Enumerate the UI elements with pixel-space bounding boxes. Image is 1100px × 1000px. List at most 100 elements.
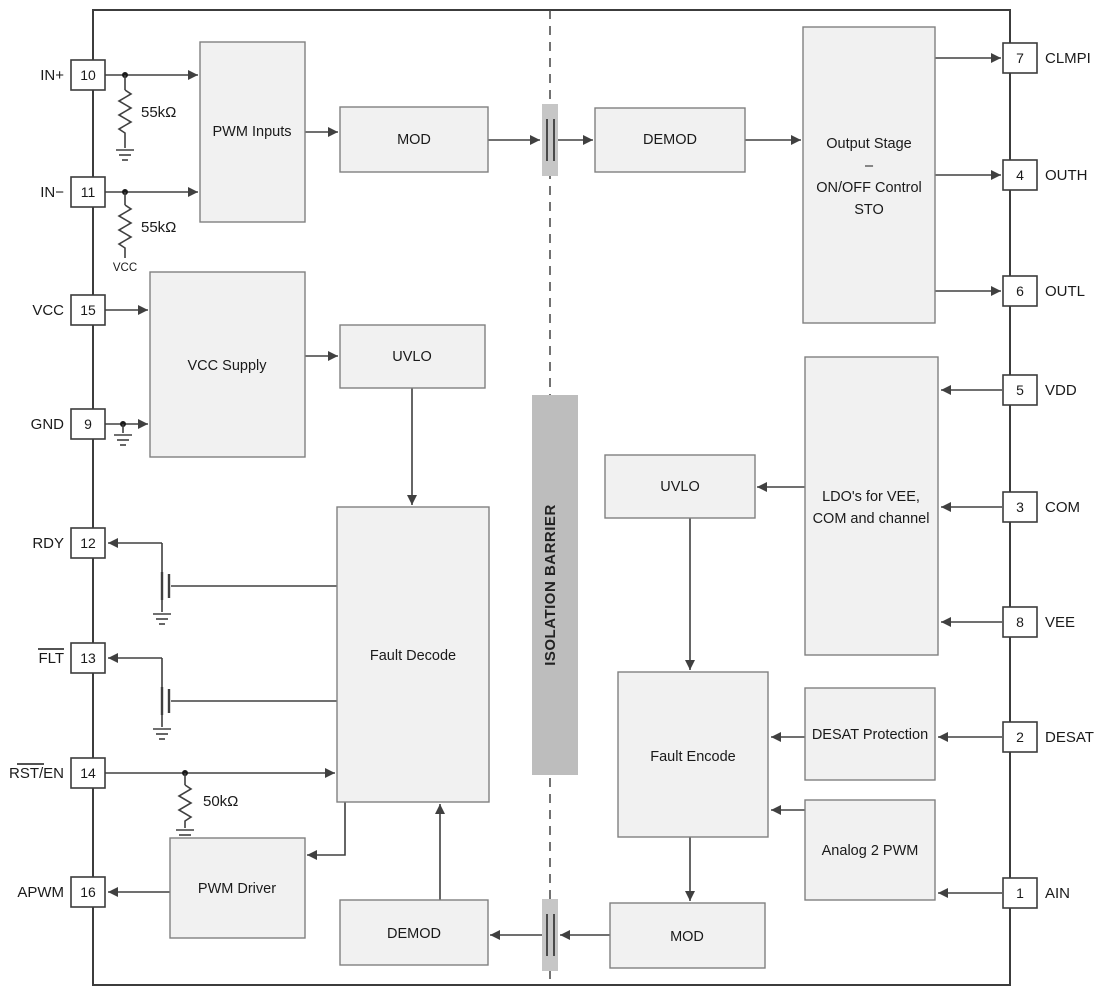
pin-rst-en: 14 RST/EN [9,757,106,789]
pin-label: CLMPI [1045,50,1091,67]
pin-in-minus: 11 IN− [40,176,106,208]
isolation-barrier: ISOLATION BARRIER [532,395,578,775]
block-label-line1: LDO's for VEE, [822,489,920,505]
block-label-line1: Output Stage [826,136,911,152]
pin-apwm: 16 APWM [17,876,106,908]
resistor-value: 55kΩ [141,104,176,121]
pin-number: 5 [1016,382,1024,398]
resistor-value: 50kΩ [203,793,238,810]
pin-label: DESAT [1045,729,1094,746]
isolation-capacitor-top [542,104,558,176]
block-vcc-supply: VCC Supply [149,271,306,458]
pin-ain: 1 AIN [1002,877,1070,909]
block-label: MOD [397,132,431,148]
block-label: UVLO [392,349,432,365]
block-fault-decode: Fault Decode [336,506,490,803]
pin-number: 4 [1016,167,1024,183]
pin-outh: 4 OUTH [1002,159,1088,191]
pin-label: APWM [17,884,64,901]
resistor-rst-en: 50kΩ [176,770,238,841]
pin-number: 16 [80,884,96,900]
pin-label: IN− [40,184,64,201]
block-label-line4: STO [854,202,884,218]
isolation-barrier-label: ISOLATION BARRIER [542,504,559,666]
block-mod-top: MOD [339,106,489,173]
pin-com: 3 COM [1002,491,1080,523]
flt-mosfet [153,658,171,740]
resistor-in-plus: 55kΩ [116,72,176,161]
block-analog2pwm: Analog 2 PWM [804,799,936,901]
block-fault-encode: Fault Encode [617,671,769,838]
pin-label: AIN [1045,885,1070,902]
pin-number: 15 [80,302,96,318]
block-label: DEMOD [643,132,697,148]
block-pwm-driver: PWM Driver [169,837,306,939]
pin-vdd: 5 VDD [1002,374,1077,406]
block-uvlo-right: UVLO [604,454,756,519]
block-label: MOD [670,929,704,945]
pin-in-plus: 10 IN+ [40,59,106,91]
block-output-stage: Output Stage – ON/OFF Control STO [802,26,936,324]
ground-symbol [153,728,171,740]
rdy-mosfet [153,543,171,625]
pin-outl: 6 OUTL [1002,275,1085,307]
pin-number: 12 [80,535,96,551]
pin-label: OUTL [1045,283,1085,300]
pin-number: 9 [84,416,92,432]
pin-label: COM [1045,499,1080,516]
block-pwm-inputs: PWM Inputs [199,41,306,223]
block-label-line3: ON/OFF Control [816,180,922,196]
pin-label: GND [31,416,65,433]
pin-number: 8 [1016,614,1024,630]
wire-faultdecode-to-pwmdriver [307,802,346,860]
pin-vcc: 15 VCC [32,294,106,326]
pin-label: RST/EN [9,765,64,782]
block-uvlo-left: UVLO [339,324,486,389]
pin-rdy: 12 RDY [32,527,106,559]
block-label: Fault Decode [370,648,456,664]
vcc-pullup-label: VCC [113,262,137,274]
block-label: Fault Encode [650,749,735,765]
block-label: Analog 2 PWM [822,843,919,859]
pin-label: OUTH [1045,167,1088,184]
pin-vee: 8 VEE [1002,606,1075,638]
block-label: DEMOD [387,926,441,942]
pin-number: 13 [80,650,96,666]
wires [105,53,1002,940]
pin-number: 6 [1016,283,1024,299]
block-label: PWM Inputs [213,124,292,140]
pin-number: 10 [80,67,96,83]
pin-label: VDD [1045,382,1077,399]
block-label-line2: – [865,158,874,174]
block-desat-protection: DESAT Protection [804,687,936,781]
block-mod-bottom: MOD [609,902,766,969]
pin-number: 2 [1016,729,1024,745]
block-demod-top: DEMOD [594,107,746,173]
pin-number: 7 [1016,50,1024,66]
pin-number: 3 [1016,499,1024,515]
pin-label: VCC [32,302,64,319]
pin-clmpi: 7 CLMPI [1002,42,1091,74]
pin-number: 14 [80,765,96,781]
block-label: VCC Supply [188,358,268,374]
pin-gnd: 9 GND [31,408,106,440]
block-label: UVLO [660,479,700,495]
resistor-value: 55kΩ [141,219,176,236]
block-label: DESAT Protection [812,727,928,743]
pin-desat: 2 DESAT [1002,721,1094,753]
pin-label: FLT [38,650,64,667]
pin-number: 1 [1016,885,1024,901]
ground-symbol [116,149,134,161]
pin-label: IN+ [40,67,64,84]
pin-number: 11 [81,184,96,200]
pin-flt: 13 FLT [38,642,106,674]
block-label-line2: COM and channel [813,511,930,527]
resistor-in-minus: VCC 55kΩ [113,189,176,274]
block-label: PWM Driver [198,881,276,897]
pin-label: RDY [32,535,64,552]
pin-label: VEE [1045,614,1075,631]
block-ldo: LDO's for VEE, COM and channel [804,356,939,656]
ground-symbol [153,613,171,625]
